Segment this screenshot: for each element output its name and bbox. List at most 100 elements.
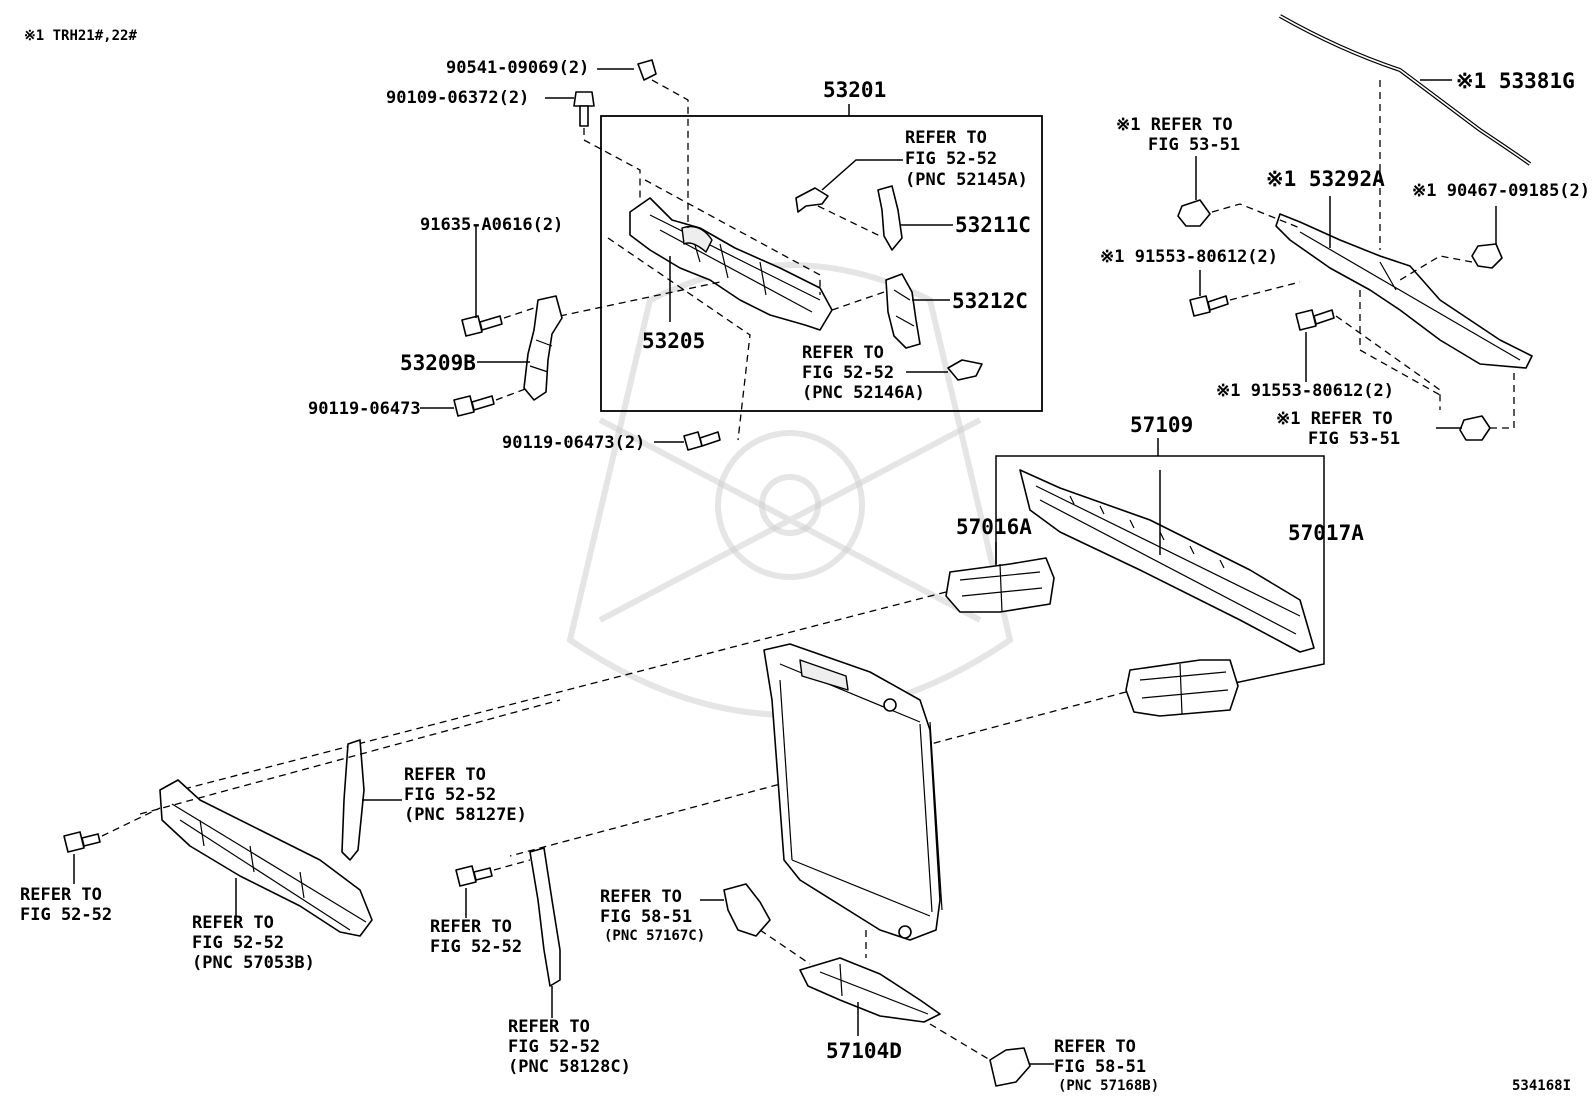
seal-57016a (945, 557, 1055, 613)
refer-57053b-line3: (PNC 57053B) (192, 953, 315, 973)
refer-bolt-left-line1: REFER TO (20, 885, 102, 905)
bracket-57109-group (995, 455, 1325, 685)
callout-53209b: 53209B (400, 351, 476, 375)
refer-58128c-line1: REFER TO (508, 1017, 590, 1037)
bolt-91553-lower (1295, 309, 1335, 331)
cover-53292a (1275, 213, 1533, 369)
cover-57104d (799, 957, 941, 1023)
dash-91635 (503, 305, 541, 319)
refer-52146a-line3: (PNC 52146A) (802, 383, 925, 403)
bolt-91635 (461, 315, 503, 337)
refer-bolt-middle-line1: REFER TO (430, 917, 512, 937)
bracket-53212c (885, 273, 921, 349)
dash-90109 (583, 128, 641, 198)
refer-57053b-line2: FIG 52-52 (192, 933, 284, 953)
refer-52145a-line3: (PNC 52145A) (905, 170, 1028, 190)
refer-57168b-line1: REFER TO (1054, 1037, 1136, 1057)
vehicle-note: ※1 TRH21#,22# (24, 28, 137, 44)
callout-91635: 91635-A0616(2) (420, 215, 563, 235)
refer-53-51-top-line1: ※1 REFER TO (1116, 115, 1233, 135)
bolt-90119-a (453, 395, 495, 417)
clip-90467 (1471, 243, 1503, 269)
bracket-52145a (795, 187, 829, 213)
refer-52145a-line1: REFER TO (905, 128, 987, 148)
dash-91553-lower (1335, 315, 1441, 410)
assembly-53201-frame (600, 115, 1043, 412)
fastener-90541 (637, 59, 657, 81)
refer-57053b-line1: REFER TO (192, 913, 274, 933)
dash-clip-top (1211, 203, 1301, 229)
dash-support-top (644, 179, 821, 295)
refer-53-51-bottom-line1: ※1 REFER TO (1276, 409, 1393, 429)
callout-53292a: ※1 53292A (1266, 167, 1385, 191)
dash-support-right (831, 289, 891, 311)
dash-support-left (559, 281, 721, 317)
dash-90119-a (495, 387, 529, 401)
callout-91553-lower: ※1 91553-80612(2) (1216, 381, 1394, 401)
image-code: 534168I (1512, 1078, 1571, 1094)
refer-53-51-bottom-line2: FIG 53-51 (1308, 429, 1400, 449)
stay-58128c (529, 847, 561, 987)
leader-52145a (821, 159, 903, 191)
crossmember-57053b (159, 779, 373, 937)
refer-57167c-line2: FIG 58-51 (600, 907, 692, 927)
callout-90119-a: 90119-06473 (308, 399, 421, 419)
dash-bolt-left (101, 807, 161, 837)
dash-57167c (759, 929, 811, 965)
dash-bolt-middle (493, 859, 531, 871)
dash-91553-upper (1229, 281, 1301, 301)
bracket-52146a (947, 359, 983, 381)
radiator-support-upper-53205 (629, 197, 833, 331)
refer-52145a-line2: FIG 52-52 (905, 149, 997, 169)
callout-53212c: 53212C (952, 289, 1028, 313)
refer-52146a-line2: FIG 52-52 (802, 363, 894, 383)
bolt-middle-52-52 (455, 865, 493, 887)
clip-53-51-top (1177, 199, 1211, 227)
stay-58127e (341, 739, 365, 861)
callout-53381g: ※1 53381G (1456, 69, 1575, 93)
refer-bolt-middle-line2: FIG 52-52 (430, 937, 522, 957)
bracket-57167c (723, 883, 771, 937)
callout-57104d: 57104D (826, 1039, 902, 1063)
refer-57168b-line2: FIG 58-51 (1054, 1057, 1146, 1077)
callout-57017a: 57017A (1288, 521, 1364, 545)
bolt-91553-upper (1189, 295, 1229, 317)
bracket-53209b (523, 295, 563, 401)
radiator-core (763, 643, 943, 941)
refer-58128c-line3: (PNC 58128C) (508, 1057, 631, 1077)
refer-bolt-left-line2: FIG 52-52 (20, 905, 112, 925)
bracket-53211c (877, 185, 903, 251)
refer-53-51-top-line2: FIG 53-51 (1148, 135, 1240, 155)
callout-90119-b: 90119-06473(2) (502, 433, 645, 453)
refer-57167c-line3: (PNC 57167C) (604, 928, 705, 944)
bolt-90109 (573, 91, 595, 127)
dash-90541 (651, 79, 689, 228)
refer-57167c-line1: REFER TO (600, 887, 682, 907)
dash-clip-bottom (1490, 370, 1515, 429)
refer-58128c-line2: FIG 52-52 (508, 1037, 600, 1057)
callout-90467: ※1 90467-09185(2) (1412, 181, 1590, 201)
refer-58127e-line1: REFER TO (404, 765, 486, 785)
callout-90541: 90541-09069(2) (446, 58, 589, 78)
callout-57109: 57109 (1130, 413, 1193, 437)
callout-53205: 53205 (642, 329, 705, 353)
dash-90467 (1399, 255, 1473, 281)
refer-52146a-line1: REFER TO (802, 343, 884, 363)
panel-57109 (1019, 469, 1315, 653)
callout-91553-upper: ※1 91553-80612(2) (1100, 247, 1278, 267)
dash-support-bottom (607, 237, 751, 441)
seal-57017a (1125, 659, 1239, 717)
clip-53-51-bottom (1459, 415, 1491, 441)
refer-58127e-line3: (PNC 58127E) (404, 805, 527, 825)
callout-53201: 53201 (823, 78, 886, 102)
dash-57168b (929, 1023, 991, 1061)
bracket-57168b (989, 1047, 1031, 1087)
dash-cover-lower (1359, 290, 1441, 396)
callout-53211c: 53211C (955, 213, 1031, 237)
bolt-left-52-52 (63, 831, 101, 853)
dash-52145a (817, 205, 881, 237)
refer-58127e-line2: FIG 52-52 (404, 785, 496, 805)
callout-57016a: 57016A (956, 515, 1032, 539)
refer-57168b-line3: (PNC 57168B) (1058, 1078, 1159, 1094)
